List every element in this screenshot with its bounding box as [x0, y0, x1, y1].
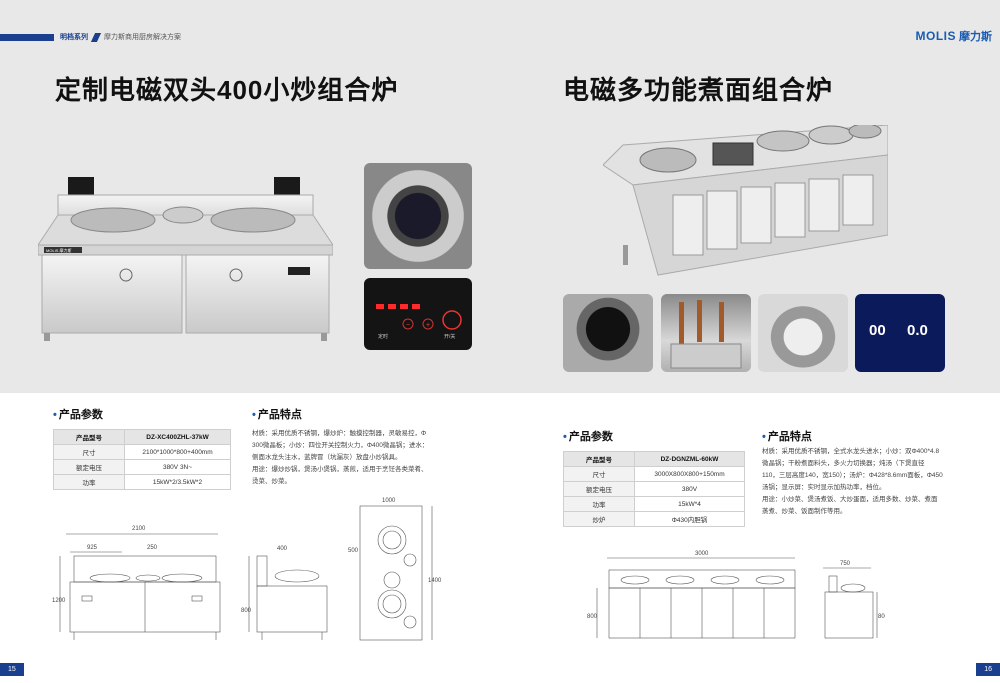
header-series-label: 明档系列: [60, 34, 88, 41]
feature-line: 侧面水龙头注水，蓝牌冒（坑漏灰）放盘小炒锅具。: [252, 454, 402, 461]
table-cell: 380V: [634, 481, 745, 497]
table-cell: 尺寸: [53, 444, 125, 460]
right-features-text: 材质：采用优质不锈钢，全式水龙头进水；小炒：双Φ400*4.8 微晶锅；干粉煮面…: [762, 446, 980, 518]
noodle-baskets-photo: [661, 294, 751, 372]
right-params-table: 产品型号 DZ-DGNZML-60kW 尺寸 3000X800X800+150m…: [563, 451, 745, 527]
table-cell: 功率: [563, 496, 635, 512]
svg-text:800: 800: [587, 614, 598, 620]
left-technical-drawings: 2100 925 250 1200 800 400 1000: [52, 498, 442, 641]
table-row: 额定电压 380V 3N~: [53, 459, 231, 475]
logo-text-en: MOLIS: [915, 29, 956, 43]
header-subtitle: 摩力斯商用厨房解决方案: [104, 34, 181, 41]
svg-text:500: 500: [348, 548, 359, 554]
double-stir-fry-stove-image: MOLIS 摩力斯: [38, 177, 333, 341]
svg-text:800: 800: [241, 608, 252, 614]
table-cell: 炒炉: [563, 511, 635, 527]
table-header-row: 产品型号 DZ-XC400ZHL-37kW: [53, 429, 231, 445]
table-cell: DZ-XC400ZHL-37kW: [124, 429, 231, 445]
svg-text:2100: 2100: [132, 526, 146, 532]
table-cell: 380V 3N~: [124, 459, 231, 475]
feature-line: 材质：采用优质不锈钢，全式水龙头进水；小炒：双Φ400*4.8: [762, 448, 940, 455]
screen-readout-left: 00: [869, 322, 886, 339]
feature-line: 汤锅；显示屏：实时显示加热功率，档位。: [762, 484, 886, 491]
right-params-heading: •产品参数: [563, 431, 613, 443]
screen-readout-right: 0.0: [907, 322, 928, 339]
svg-text:1400: 1400: [428, 578, 442, 584]
left-screen-icon: [68, 177, 94, 195]
feature-line: 微晶锅；干粉煮面料头，多火力切换器；炖汤（下煲直径: [762, 460, 925, 467]
feature-line: 材质：采用优质不锈钢，爆炒炉：触摸控制器，灵敏易控，Φ: [252, 430, 427, 437]
front-view-drawing: 2100 925 250 1200: [52, 526, 221, 640]
left-features-text: 材质：采用优质不锈钢，爆炒炉：触摸控制器，灵敏易控，Φ 300微晶板；小炒：四位…: [252, 428, 452, 488]
power-icon: [442, 310, 462, 330]
right-page-title: 电磁多功能煮面组合炉: [563, 75, 834, 105]
left-page-title: 定制电磁双头400小炒组合炉: [55, 75, 399, 105]
page-number-left: 15: [0, 663, 24, 676]
svg-text:925: 925: [87, 545, 98, 551]
table-cell: Φ430内胆锅: [634, 511, 745, 527]
table-cell: DZ-DGNZML-60kW: [634, 451, 745, 467]
svg-text:400: 400: [277, 546, 288, 552]
left-features-heading: •产品特点: [252, 409, 302, 421]
right-technical-drawings: 3000 800 750 800: [587, 551, 885, 639]
svg-text:1000: 1000: [382, 498, 396, 504]
table-cell: 15kW*2/3.5kW*2: [124, 474, 231, 490]
svg-text:开/关: 开/关: [444, 333, 455, 340]
table-cell: 3000X800X800+150mm: [634, 466, 745, 482]
wok-photo: [563, 294, 653, 372]
table-cell: 额定电压: [53, 459, 125, 475]
front-view-drawing: 3000 800: [587, 551, 796, 639]
feature-line: 用途：小炒菜、煲汤煮饭、大炒蛋面，适用多数、炒菜、煮面: [762, 496, 938, 503]
side-view-drawing: 750 800: [823, 561, 885, 639]
wok-closeup-photo: [364, 163, 472, 269]
table-cell: 2100*1000*800+400mm: [124, 444, 231, 460]
svg-text:750: 750: [840, 561, 851, 567]
table-row: 尺寸 2100*1000*800+400mm: [53, 444, 231, 460]
logo-text-cn: 摩力斯: [959, 31, 992, 43]
svg-text:1200: 1200: [52, 598, 66, 604]
brand-logo: MOLIS 摩力斯: [916, 28, 993, 44]
right-features-heading: •产品特点: [762, 431, 812, 443]
control-screen-photo: 00 0.0: [855, 294, 945, 372]
minus-icon: [402, 318, 414, 330]
feature-line: 烫菜、炒菜。: [252, 478, 291, 485]
table-cell: 15kW*4: [634, 496, 745, 512]
left-params-heading: •产品参数: [53, 409, 103, 421]
table-cell: 产品型号: [563, 451, 635, 467]
header-series: 明档系列 摩力斯商用厨房解决方案: [0, 30, 181, 44]
svg-text:−: −: [406, 322, 410, 329]
plus-icon: [422, 318, 434, 330]
svg-text:3000: 3000: [695, 551, 709, 557]
table-row: 尺寸 3000X800X800+150mm: [563, 466, 745, 482]
header-stripe: [0, 33, 54, 41]
table-row: 额定电压 380V: [563, 481, 745, 497]
table-row: 功率 15kW*4: [563, 496, 745, 512]
control-panel-photo: − + 定时 开/关: [364, 278, 472, 350]
svg-text:MOLIS 摩力斯: MOLIS 摩力斯: [46, 247, 72, 253]
header-slash-icon: [90, 32, 102, 42]
table-row: 功率 15kW*2/3.5kW*2: [53, 474, 231, 490]
table-cell: 产品型号: [53, 429, 125, 445]
top-view-drawing: 1000 1400 500: [348, 498, 442, 641]
table-header-row: 产品型号 DZ-DGNZML-60kW: [563, 451, 745, 467]
feature-line: 110，三层高度140，宽150）；汤炉：Φ428*8.6mm面板，Φ450: [762, 472, 943, 479]
left-params-table: 产品型号 DZ-XC400ZHL-37kW 尺寸 2100*1000*800+4…: [53, 429, 231, 490]
svg-text:+: +: [426, 322, 430, 329]
noodle-cooker-combo-image: [603, 125, 888, 276]
right-screen-icon: [274, 177, 300, 195]
svg-text:定时: 定时: [378, 333, 388, 340]
steamer-pot-photo: [758, 294, 848, 372]
feature-line: 用途：爆炒炒锅，煲汤小煲锅，蒸煎，适用于烹饪各类菜肴、: [252, 466, 428, 473]
table-cell: 额定电压: [563, 481, 635, 497]
side-view-drawing: 800 400: [241, 546, 328, 640]
table-cell: 尺寸: [563, 466, 635, 482]
feature-line: 300微晶板；小炒：四位开关控制火力，Φ400微晶锅；进水：: [252, 442, 429, 449]
svg-text:800: 800: [878, 614, 885, 620]
table-row: 炒炉 Φ430内胆锅: [563, 511, 745, 527]
display-panel-icon: [288, 267, 310, 275]
svg-text:250: 250: [147, 545, 158, 551]
page-number-right: 16: [976, 663, 1000, 676]
table-cell: 功率: [53, 474, 125, 490]
feature-line: 蒸煮、炒菜、饭面制作等用。: [762, 508, 847, 515]
